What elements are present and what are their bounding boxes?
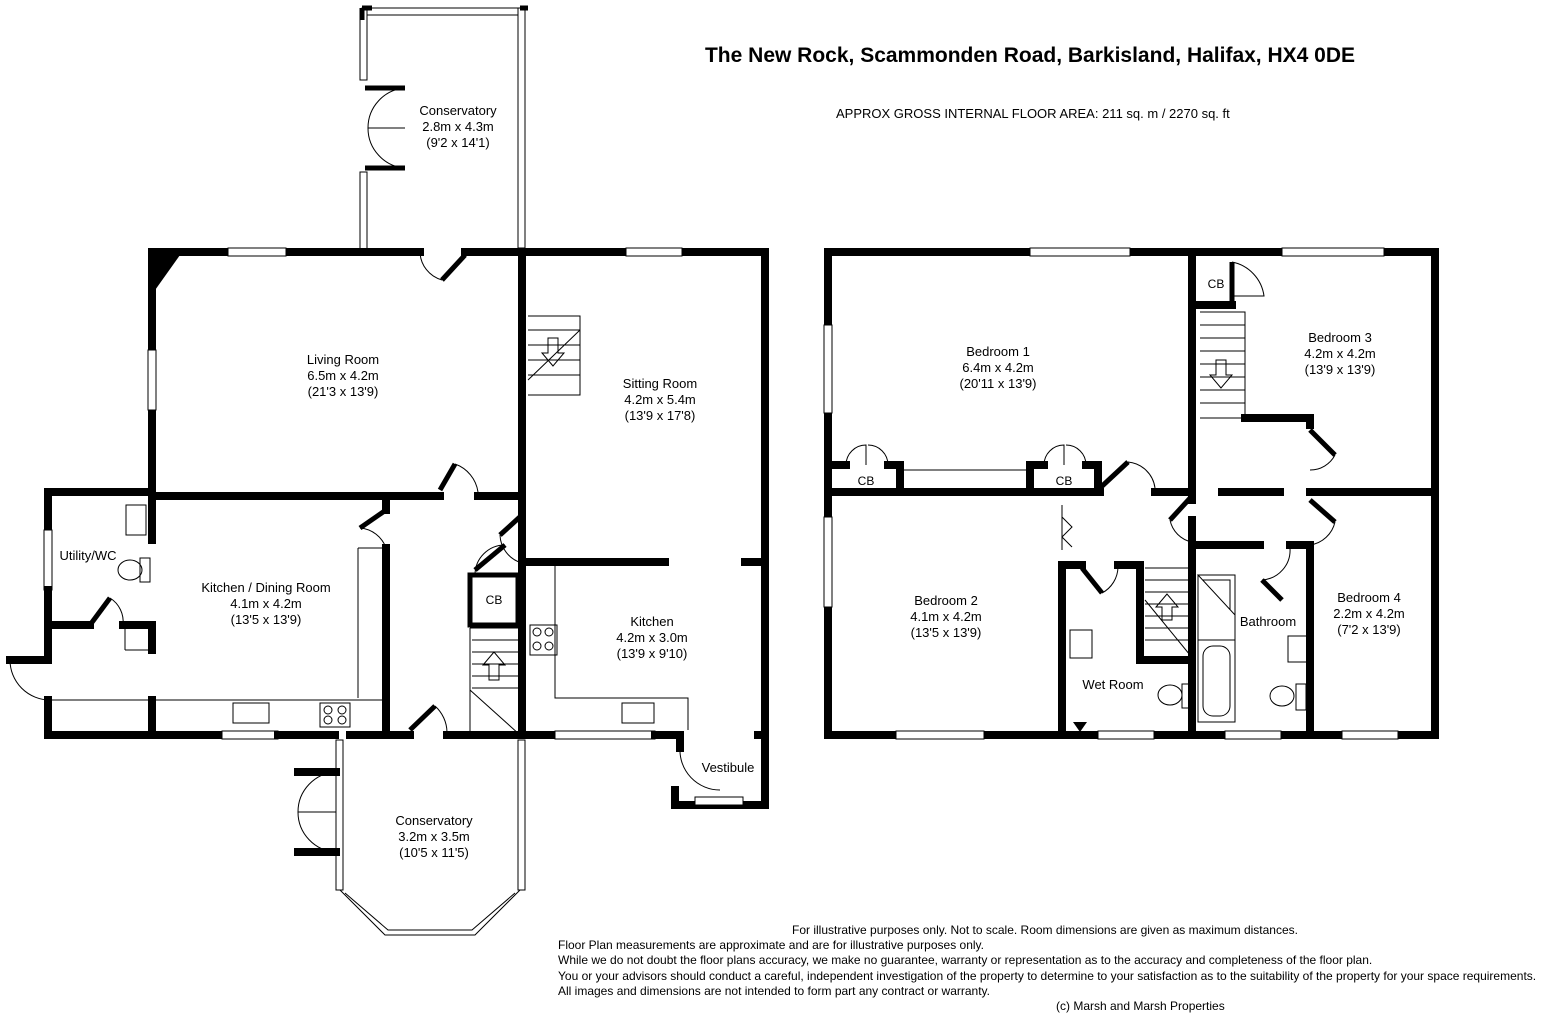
- bathroom-label: Bathroom: [1240, 614, 1296, 629]
- bedroom3-name: Bedroom 3: [1308, 330, 1372, 345]
- front-conservatory-name: Conservatory: [395, 813, 473, 828]
- bedroom2-name: Bedroom 2: [914, 593, 978, 608]
- kitchen-name: Kitchen: [630, 614, 673, 629]
- disclaimer: For illustrative purposes only. Not to s…: [558, 923, 1536, 999]
- bedroom1-imperial: (20'11 x 13'9): [960, 376, 1037, 391]
- kitchen-imperial: (13'9 x 9'10): [617, 646, 688, 661]
- bedroom1-name: Bedroom 1: [966, 344, 1030, 359]
- front-conservatory-imperial: (10'5 x 11'5): [399, 845, 469, 860]
- kitchen-dining-metric: 4.1m x 4.2m: [230, 596, 302, 611]
- bedroom4-imperial: (7'2 x 13'9): [1337, 622, 1401, 637]
- bedroom4-name: Bedroom 4: [1337, 590, 1401, 605]
- disclaimer-line: All images and dimensions are not intend…: [558, 983, 990, 998]
- utility-name: Utility/WC: [59, 548, 116, 563]
- rear-conservatory-imperial: (9'2 x 14'1): [426, 135, 490, 150]
- disclaimer-line: You or your advisors should conduct a ca…: [558, 968, 1537, 983]
- sitting-room-name: Sitting Room: [623, 376, 697, 391]
- wet-room-label: Wet Room: [1082, 677, 1143, 692]
- bedroom2-imperial: (13'5 x 13'9): [911, 625, 982, 640]
- disclaimer-line: Floor Plan measurements are approximate …: [558, 938, 984, 953]
- bedroom2-metric: 4.1m x 4.2m: [910, 609, 982, 624]
- disclaimer-line: For illustrative purposes only. Not to s…: [792, 923, 1298, 937]
- floor-area-text: APPROX GROSS INTERNAL FLOOR AREA: 211 sq…: [836, 106, 1230, 121]
- ground-cb-label: CB: [486, 593, 503, 607]
- living-room-metric: 6.5m x 4.2m: [307, 368, 379, 383]
- kitchen-metric: 4.2m x 3.0m: [616, 630, 688, 645]
- vestibule-label: Vestibule: [702, 760, 755, 775]
- bedroom3-metric: 4.2m x 4.2m: [1304, 346, 1376, 361]
- kitchen-dining-imperial: (13'5 x 13'9): [231, 612, 302, 627]
- copyright: (c) Marsh and Marsh Properties: [1056, 999, 1225, 1013]
- bedroom4-metric: 2.2m x 4.2m: [1333, 606, 1405, 621]
- bedroom1-metric: 6.4m x 4.2m: [962, 360, 1034, 375]
- sitting-room-metric: 4.2m x 5.4m: [624, 392, 696, 407]
- sitting-room-imperial: (13'9 x 17'8): [625, 408, 696, 423]
- conservatory-rear: [359, 5, 528, 251]
- rear-conservatory-metric: 2.8m x 4.3m: [422, 119, 494, 134]
- living-room-imperial: (21'3 x 13'9): [308, 384, 379, 399]
- conservatory-front: [294, 739, 526, 936]
- cb-left-label: CB: [858, 474, 875, 488]
- cb-right-label: CB: [1056, 474, 1073, 488]
- first-floor: [823, 247, 1439, 740]
- property-address-title: The New Rock, Scammonden Road, Barkislan…: [704, 44, 1356, 67]
- living-room-name: Living Room: [307, 352, 379, 367]
- ground-floor: [6, 5, 769, 936]
- kitchen-dining-name: Kitchen / Dining Room: [201, 580, 330, 595]
- cb-top-label: CB: [1208, 277, 1225, 291]
- front-conservatory-metric: 3.2m x 3.5m: [398, 829, 470, 844]
- disclaimer-line: While we do not doubt the floor plans ac…: [558, 953, 1373, 968]
- rear-conservatory-name: Conservatory: [419, 103, 497, 118]
- bedroom3-imperial: (13'9 x 13'9): [1305, 362, 1376, 377]
